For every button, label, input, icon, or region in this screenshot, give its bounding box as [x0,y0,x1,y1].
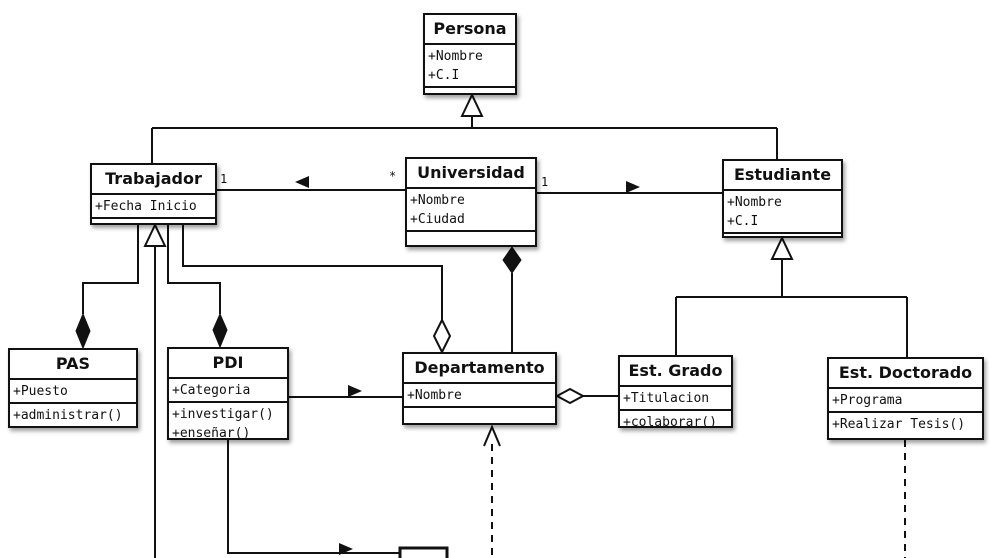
attribute: +C.I [727,214,759,229]
class-persona-title: Persona [425,15,515,45]
cutoff-class-box [398,546,449,558]
generalization-triangle-icon-estudiante [770,235,794,260]
aggregation-diamond-icon-departamento-right [554,387,586,405]
class-est-doctorado-attributes: +Programa [829,389,982,411]
composition-diamond-icon-pdi [212,312,228,349]
class-trabajador-attributes: +Fecha Inicio [92,195,215,217]
class-estudiante: Estudiante +Nombre +C.I [722,159,843,238]
composition-line-trabajador-pdi [167,225,221,314]
class-persona-methods [425,86,515,93]
class-departamento-attributes: +Nombre [404,384,555,406]
generalization-triangle-icon-trabajador [143,222,167,247]
class-pas: PAS +Puesto +administrar() [8,348,138,428]
class-persona-attributes: +Nombre +C.I [425,45,515,86]
class-est-doctorado-title: Est. Doctorado [829,359,982,389]
class-est-grado-title: Est. Grado [620,357,731,387]
association-arrow-right-icon [626,181,640,193]
class-trabajador: Trabajador +Fecha Inicio [90,163,217,225]
attribute: +Categoria [172,383,251,398]
attribute: +Nombre [428,49,483,64]
class-est-grado-methods: +colaborar() [620,409,731,428]
class-estudiante-title: Estudiante [724,161,841,191]
multiplicity-label-trabajador: 1 [220,172,228,186]
class-pdi-methods: +investigar() +enseñar() [169,401,287,440]
aggregation-diamond-icon-departamento-top [432,317,452,355]
class-pas-attributes: +Puesto [10,380,136,402]
attribute: +Titulacion [623,391,710,406]
class-universidad: Universidad +Nombre +Ciudad [405,157,537,247]
class-pdi-title: PDI [169,349,287,379]
composition-diamond-icon-pas [75,312,91,350]
class-est-grado: Est. Grado +Titulacion +colaborar() [618,355,733,428]
attribute: +Programa [832,393,903,408]
attribute: +Nombre [410,193,465,208]
dependency-arrow-icon-departamento [483,424,501,447]
attribute: +C.I [428,68,460,83]
class-departamento-title: Departamento [404,354,555,384]
class-trabajador-methods [92,217,215,223]
class-universidad-title: Universidad [407,159,535,189]
method: +administrar() [13,408,123,423]
composition-line-trabajador-pas [82,225,139,314]
multiplicity-label-universidad-right: 1 [541,175,549,189]
association-arrow-left-icon [295,176,309,188]
multiplicity-label-universidad-left: * [389,169,397,183]
aggregation-line-trabajador-departamento [182,225,443,320]
attribute: +Nombre [727,195,782,210]
method: +colaborar() [623,415,717,428]
generalization-triangle-icon-persona [460,92,484,117]
attribute: +Puesto [13,384,68,399]
method: +Realizar Tesis() [832,417,966,432]
method: +enseñar() [172,426,251,440]
class-departamento: Departamento +Nombre [402,352,557,425]
association-line-pdi-bottom [227,440,400,554]
association-arrow-right-icon-pdi [348,385,362,397]
generalization-line-persona [151,116,778,163]
class-pas-methods: +administrar() [10,402,136,426]
association-arrow-right-icon-bottom [339,543,353,555]
class-est-grado-attributes: +Titulacion [620,387,731,409]
class-departamento-methods [404,406,555,423]
class-estudiante-attributes: +Nombre +C.I [724,191,841,232]
attribute: +Nombre [407,388,462,403]
class-est-doctorado-methods: +Realizar Tesis() [829,411,982,438]
class-estudiante-methods [724,232,841,236]
composition-diamond-icon-universidad [502,246,522,274]
class-trabajador-title: Trabajador [92,165,215,195]
class-est-doctorado: Est. Doctorado +Programa +Realizar Tesis… [827,357,984,440]
attribute: +Fecha Inicio [95,199,197,214]
class-universidad-methods [407,230,535,245]
method: +investigar() [172,407,274,422]
class-pas-title: PAS [10,350,136,380]
class-pdi: PDI +Categoria +investigar() +enseñar() [167,347,289,440]
generalization-line-estudiante [675,259,908,357]
class-persona: Persona +Nombre +C.I [423,13,517,95]
class-pdi-attributes: +Categoria [169,379,287,401]
class-universidad-attributes: +Nombre +Ciudad [407,189,535,230]
attribute: +Ciudad [410,212,465,227]
